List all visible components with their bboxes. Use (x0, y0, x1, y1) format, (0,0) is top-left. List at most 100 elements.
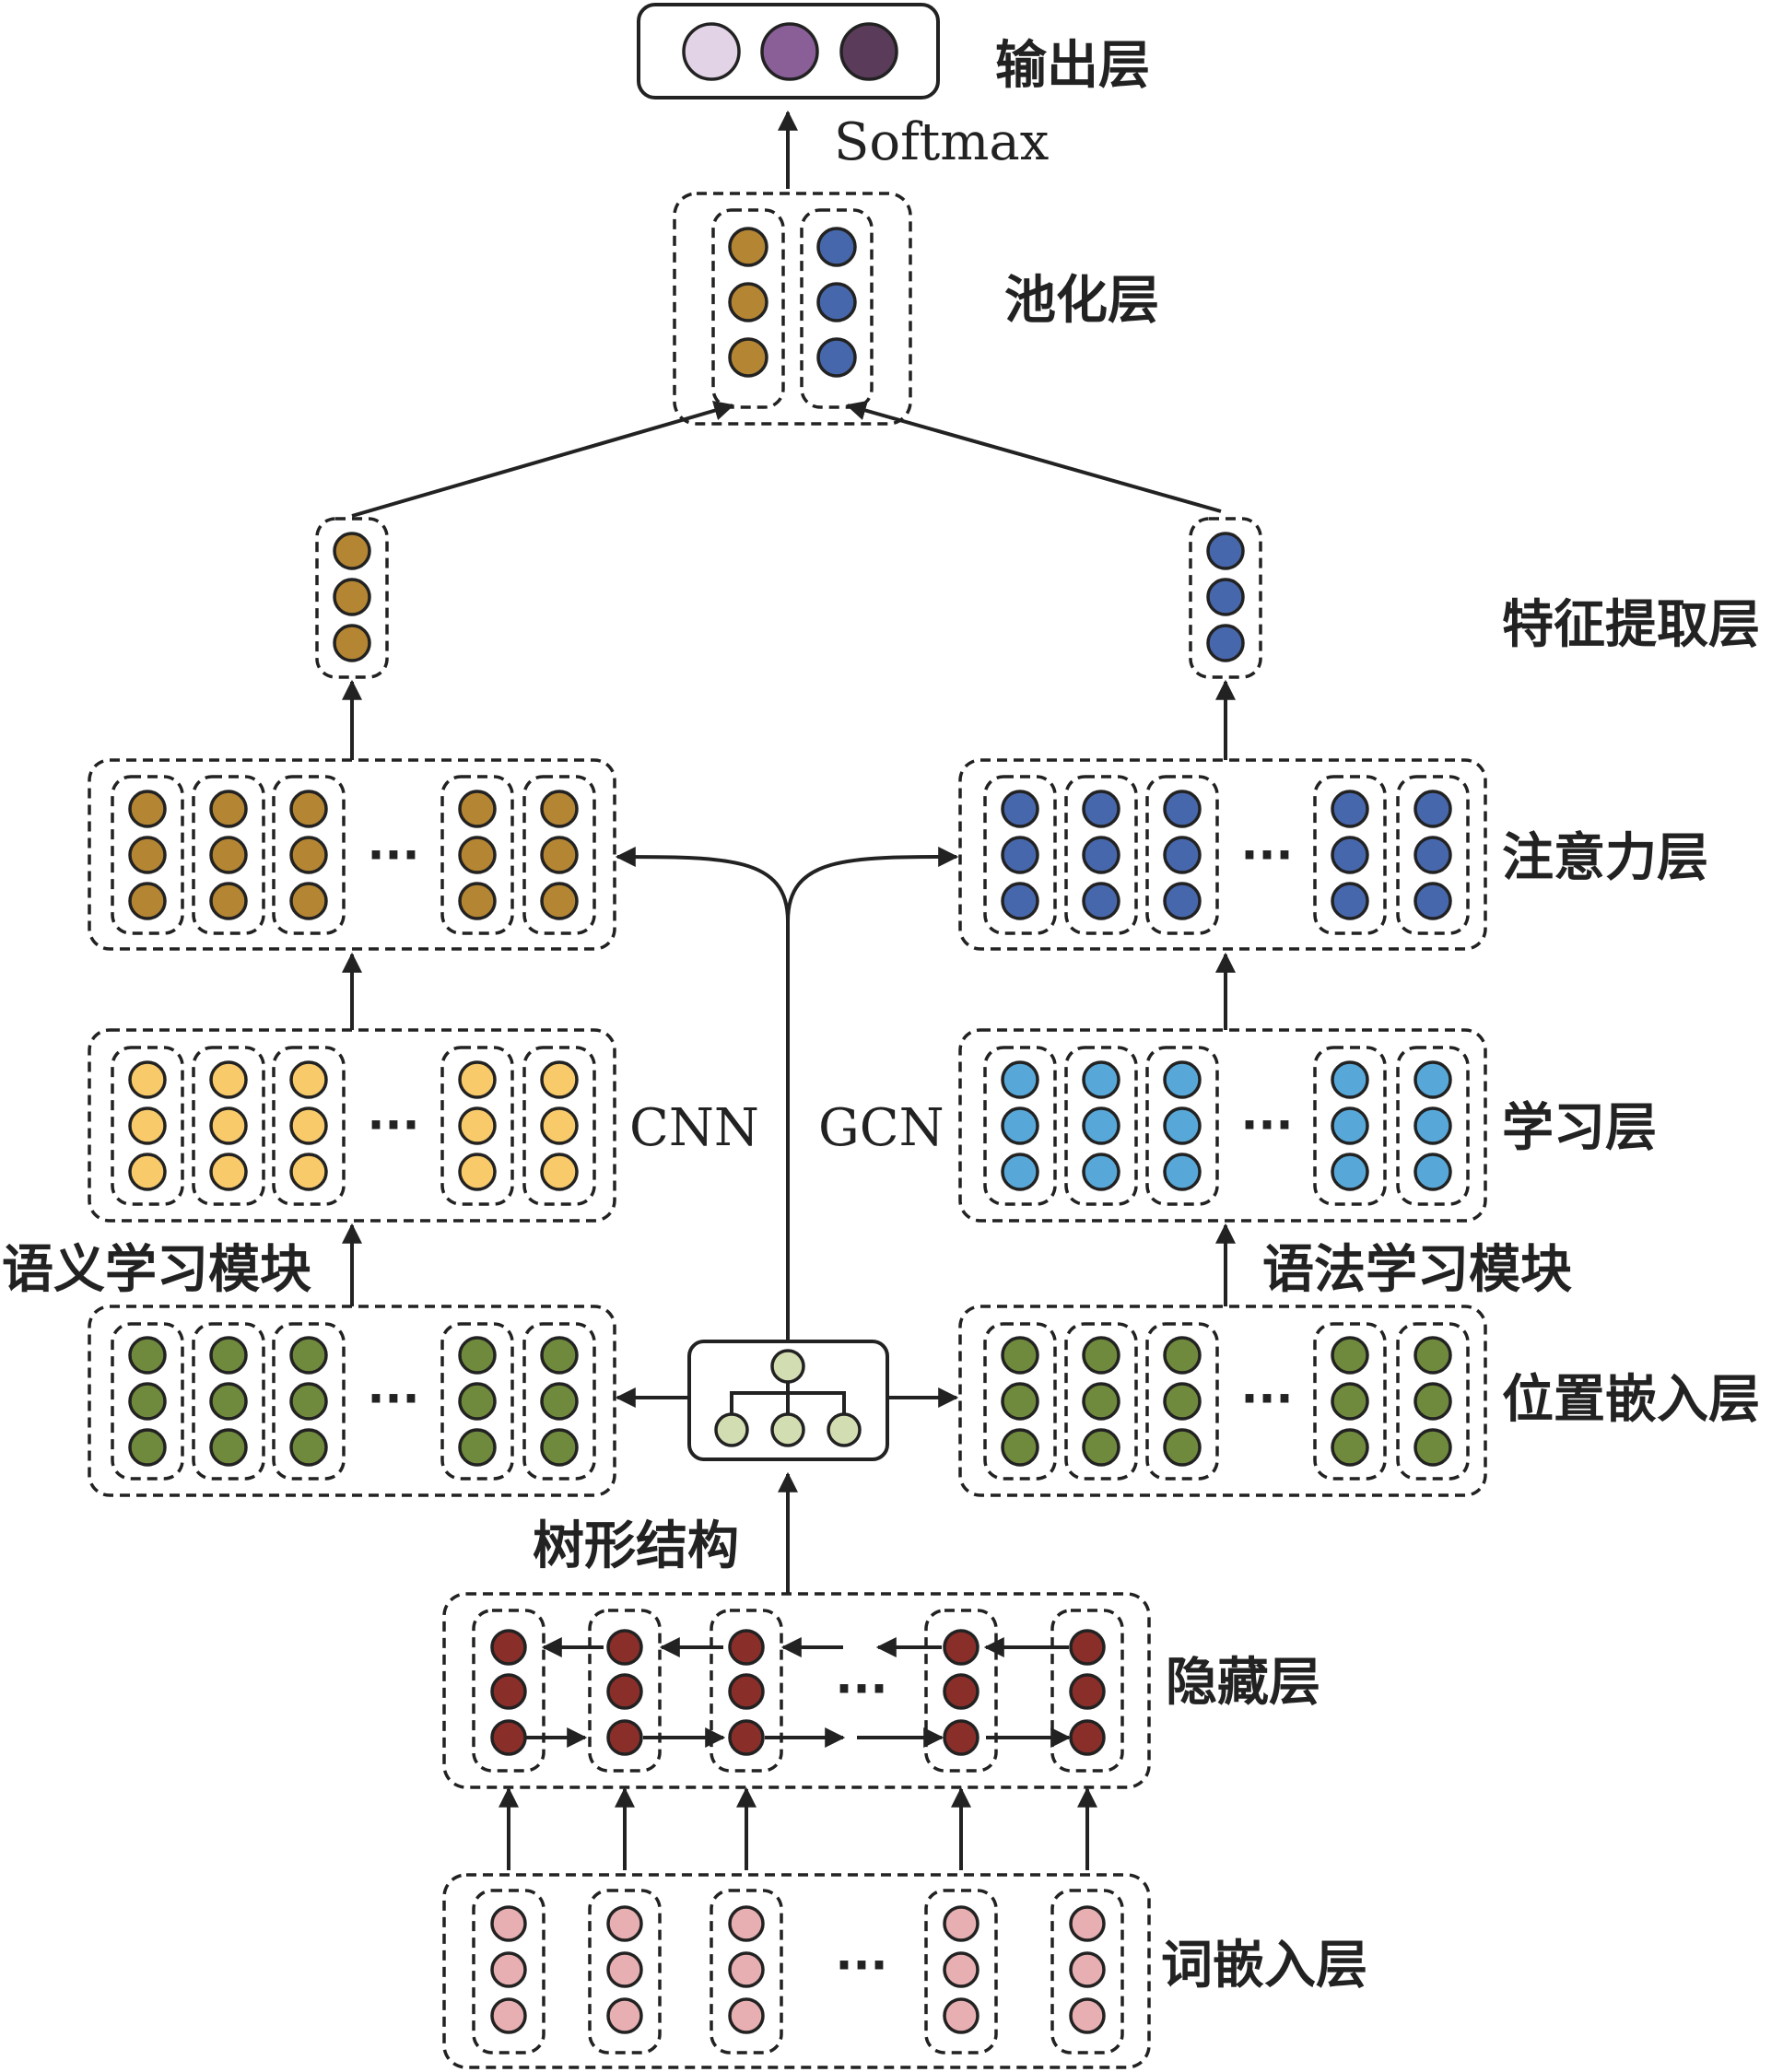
position-left-column (111, 1322, 184, 1481)
position-right-node (1331, 1428, 1369, 1467)
feature-left-node (333, 624, 371, 662)
learning-right-column (1396, 1046, 1470, 1206)
attention-left-column (272, 775, 346, 935)
feature-left-column (315, 517, 389, 679)
embedding-node (1069, 1951, 1106, 1988)
learning-right-node (1082, 1060, 1120, 1099)
attention-left-node (128, 836, 167, 874)
gcn-label: GCN (818, 1098, 944, 1158)
attention-right-node (1001, 836, 1039, 874)
attention-right-node (1001, 882, 1039, 920)
tree-structure-label: 树形结构 (533, 1516, 739, 1576)
attention-right-ellipsis: ··· (1241, 828, 1294, 882)
embedding-node (490, 1951, 527, 1988)
pooling-layer-block (673, 192, 912, 426)
learning-left-node (209, 1060, 248, 1099)
position-left-node (289, 1382, 328, 1421)
attention-right-node (1331, 790, 1369, 828)
hidden-node (490, 1719, 527, 1756)
attention-right-block (958, 758, 1487, 951)
position-left-node (458, 1428, 497, 1467)
hidden-ellipsis: ··· (836, 1662, 888, 1715)
hidden-node (943, 1673, 979, 1710)
pooling-right-node (816, 282, 857, 322)
output-node (760, 22, 819, 81)
learning-right-node (1413, 1106, 1452, 1145)
embedding-column (710, 1889, 783, 2054)
learning-left-column (272, 1046, 346, 1206)
position-right-node (1163, 1336, 1202, 1375)
embedding-node (728, 1997, 765, 2034)
learning-left-column (192, 1046, 265, 1206)
output-node (839, 22, 898, 81)
position-left-node (128, 1428, 167, 1467)
cnn-label: CNN (629, 1098, 759, 1158)
position-left-ellipsis: ··· (368, 1372, 420, 1425)
attention-left-column (192, 775, 265, 935)
position-left-node (458, 1382, 497, 1421)
learning-layer-label: 学习层 (1502, 1098, 1657, 1158)
output-layer (637, 3, 940, 100)
learning-left-node (128, 1106, 167, 1145)
learning-left-node (128, 1060, 167, 1099)
position-right-node (1331, 1336, 1369, 1375)
learning-left-column (522, 1046, 596, 1206)
attention-right-node (1082, 790, 1120, 828)
position-left-node (289, 1336, 328, 1375)
feature-right-node (1206, 624, 1245, 662)
learning-right-node (1331, 1106, 1369, 1145)
learning-left-node (128, 1153, 167, 1191)
attention-left-node (289, 882, 328, 920)
position-right-column (1313, 1322, 1387, 1481)
embedding-node (728, 1951, 765, 1988)
attention-right-column (983, 775, 1057, 935)
position-left-node (540, 1428, 579, 1467)
embedding-column (924, 1889, 998, 2054)
attention-right-column (1396, 775, 1470, 935)
feature-right-node (1206, 532, 1245, 570)
position-left-column (192, 1322, 265, 1481)
pooling-left-column (711, 208, 785, 409)
hidden-column (472, 1609, 545, 1773)
attention-right-node (1331, 836, 1369, 874)
attention-left-node (289, 790, 328, 828)
attention-right-node (1163, 836, 1202, 874)
embedding-node (1069, 1997, 1106, 2034)
embedding-node (943, 1905, 979, 1942)
pooling-layer-label: 池化层 (1004, 271, 1159, 331)
pooling-right-column (800, 208, 874, 409)
output-layer-label: 输出层 (995, 36, 1150, 96)
attention-left-node (209, 882, 248, 920)
position-left-node (209, 1382, 248, 1421)
attention-right-node (1163, 790, 1202, 828)
embedding-node (943, 1997, 979, 2034)
pooling-left-node (728, 227, 768, 267)
attention-left-node (458, 836, 497, 874)
position-left-node (128, 1336, 167, 1375)
attention-left-node (209, 836, 248, 874)
learning-left-node (209, 1153, 248, 1191)
learning-left-node (540, 1060, 579, 1099)
attention-right-column (1145, 775, 1219, 935)
pooling-left-node (728, 282, 768, 322)
attention-left-ellipsis: ··· (368, 828, 420, 882)
position-right-node (1001, 1382, 1039, 1421)
position-right-column (983, 1322, 1057, 1481)
learning-right-node (1001, 1060, 1039, 1099)
position-right-node (1413, 1336, 1452, 1375)
attention-left-node (128, 882, 167, 920)
learning-right-node (1163, 1106, 1202, 1145)
learning-left-node (209, 1106, 248, 1145)
embedding-node (943, 1951, 979, 1988)
tree-structure-icon (714, 1349, 862, 1447)
feature-right-node (1206, 578, 1245, 616)
position-right-node (1001, 1336, 1039, 1375)
attention-right-node (1413, 882, 1452, 920)
position-right-node (1413, 1382, 1452, 1421)
embedding-column (1050, 1889, 1124, 2054)
attention-left-node (128, 790, 167, 828)
learning-right-node (1001, 1153, 1039, 1191)
hidden-node (490, 1673, 527, 1710)
embedding-node (728, 1905, 765, 1942)
